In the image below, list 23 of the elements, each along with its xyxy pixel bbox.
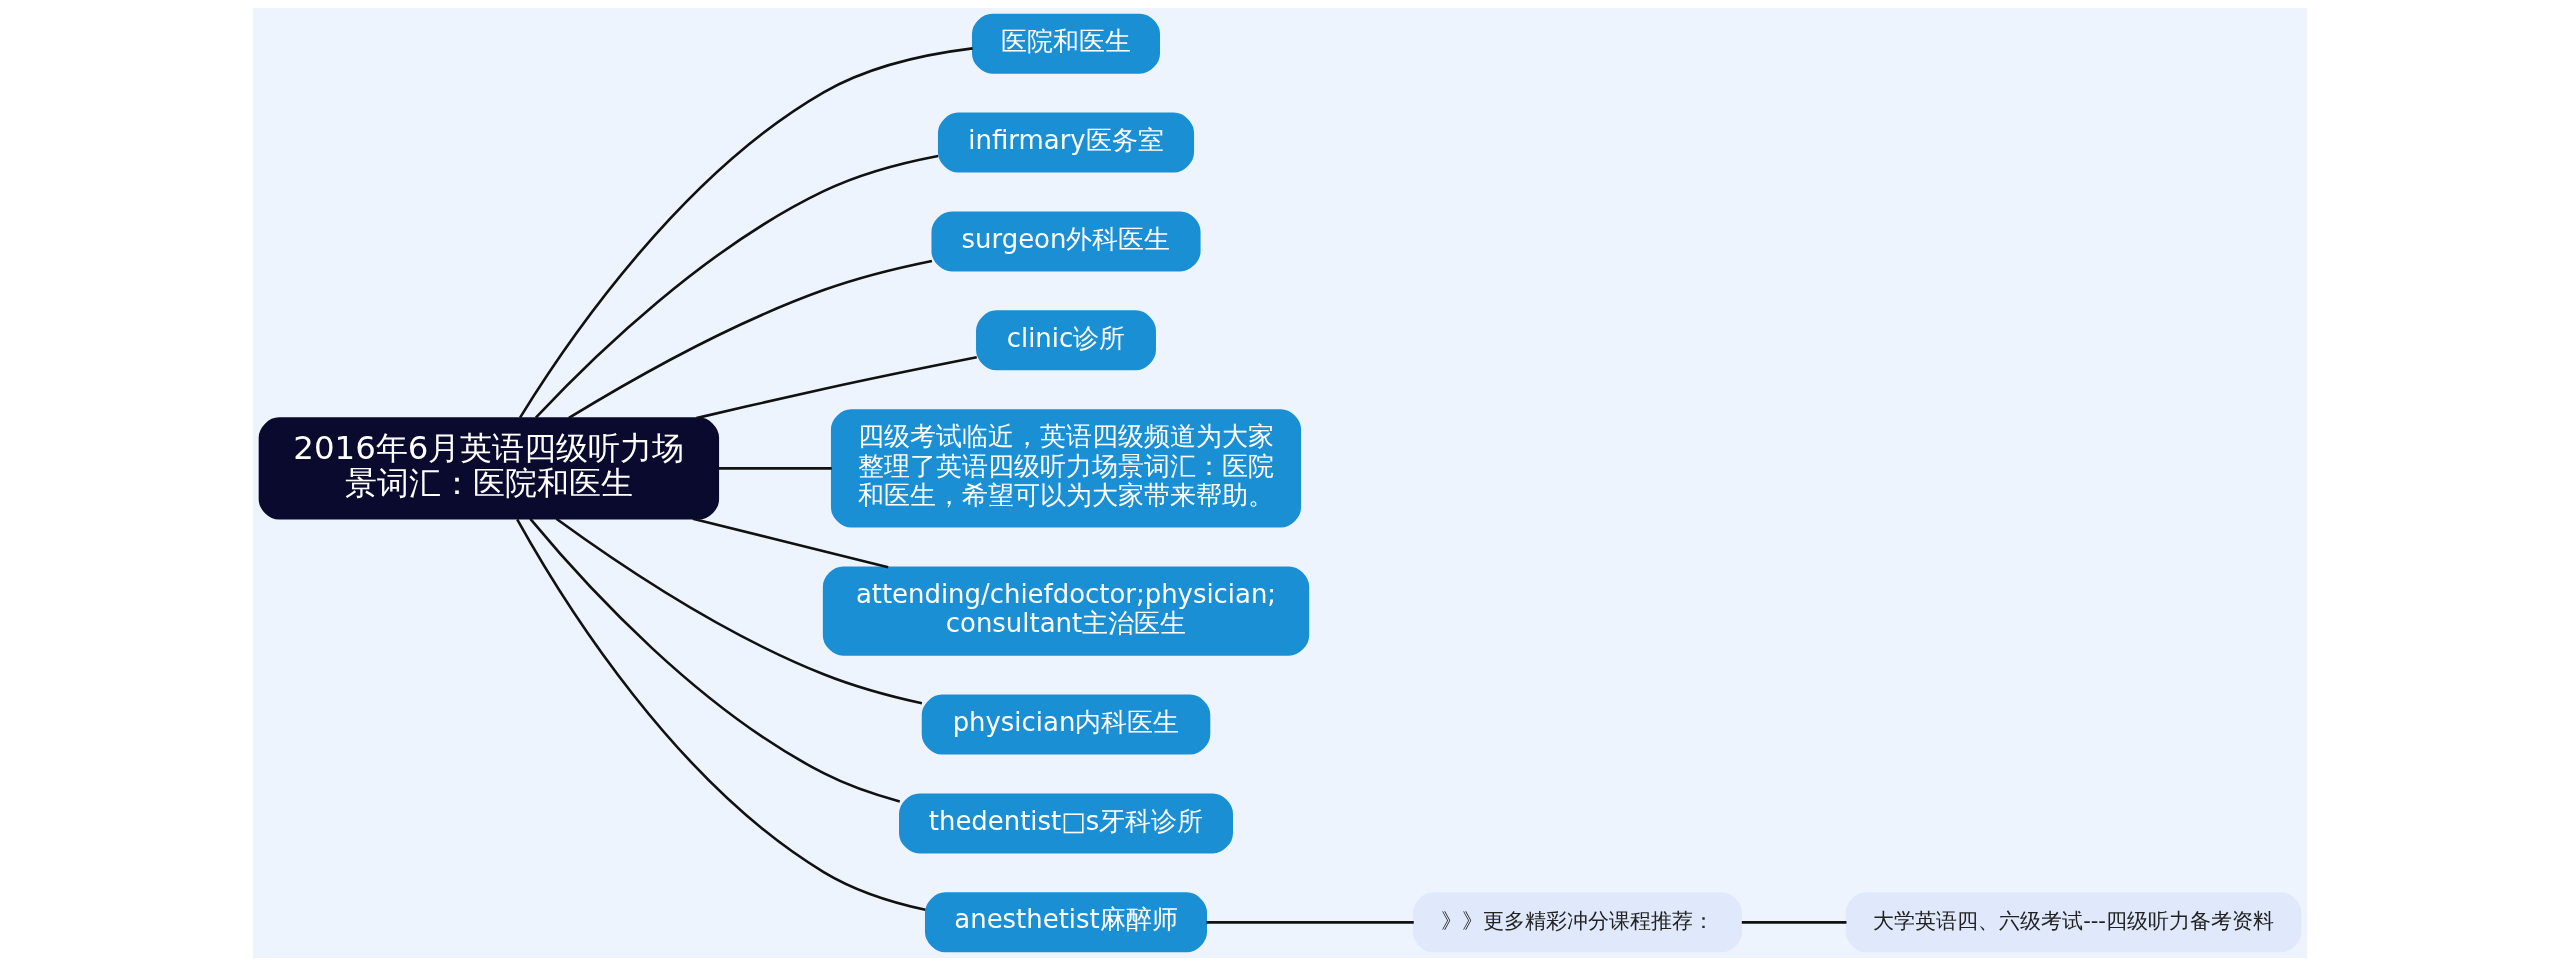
node-box: 大学英语四、六级考试---四级听力备考资料 <box>1845 892 2302 953</box>
node-box: anesthetist麻醉师 <box>924 892 1208 953</box>
node-box: 四级考试临近，英语四级频道为大家整理了英语四级听力场景词汇：医院和医生，希望可以为大家带来帮助。 <box>830 409 1302 528</box>
node-box: 2016年6月英语四级听力场景词汇：医院和医生 <box>258 417 720 520</box>
connector <box>1741 921 1847 924</box>
node-box: clinic诊所 <box>976 310 1156 371</box>
connector <box>516 518 926 911</box>
connector <box>518 47 973 419</box>
connector <box>529 518 901 803</box>
connector <box>1206 921 1414 924</box>
node-box: thedentist□s牙科诊所 <box>899 793 1233 854</box>
connector <box>696 356 977 420</box>
connector <box>555 517 923 705</box>
node-box: 医院和医生 <box>972 13 1161 74</box>
connector <box>692 517 889 569</box>
node-box: attending/chiefdoctor;physician; consultant主治医生 <box>822 566 1310 656</box>
node-box: 》》更多精彩冲分课程推荐： <box>1412 892 1743 953</box>
node-box: physician内科医生 <box>921 694 1211 755</box>
connector <box>718 467 832 470</box>
connector <box>568 259 933 420</box>
node-box: surgeon外科医生 <box>931 211 1201 272</box>
connector <box>534 154 939 419</box>
node-box: infirmary医务室 <box>937 112 1195 173</box>
